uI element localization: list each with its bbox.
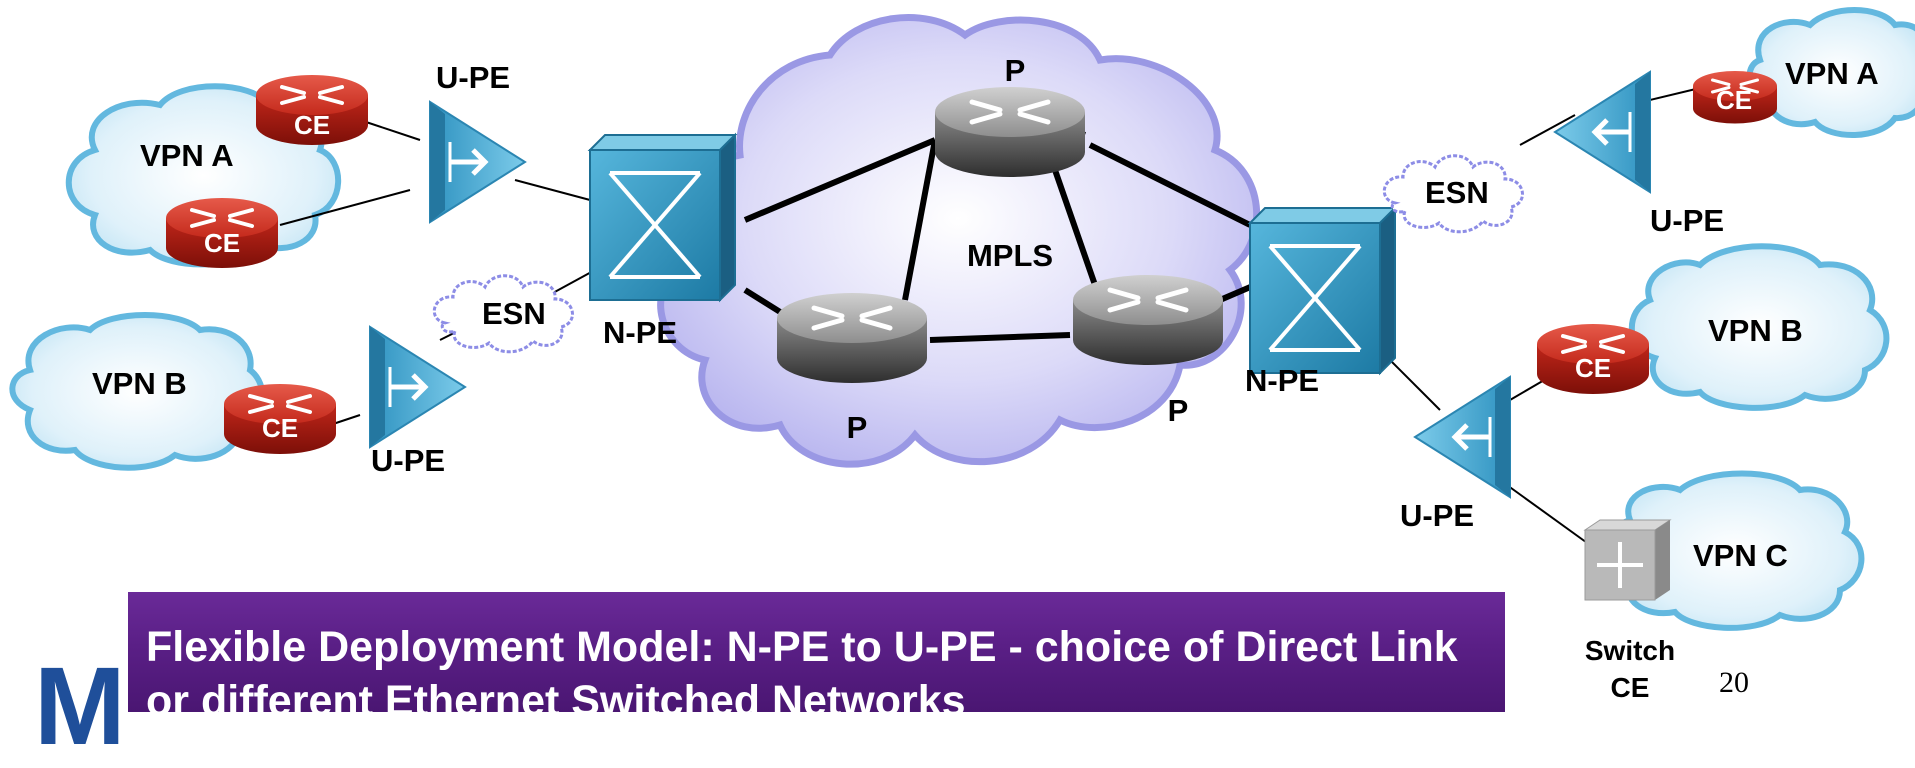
vpn-c-right-label: VPN C [1693,538,1788,573]
vpn-b-left-label: VPN B [92,366,187,401]
switch-ce-label-line1: Switch [1584,635,1676,666]
vpn-a-left-label: VPN A [140,138,234,173]
upe-bottom-right-icon [1415,377,1510,497]
upe-top-left-label: U-PE [436,60,511,95]
upe-bottom-left-icon [370,327,465,447]
page-number: 20 [1719,666,1749,699]
ce-label-3: CE [261,413,299,443]
p-label-left: P [846,410,868,445]
upe-bottom-left-label: U-PE [371,443,446,478]
ce-label-5: CE [1574,353,1612,383]
npe-left-label: N-PE [603,315,678,350]
logo: M [34,645,126,768]
p-router-top [935,87,1085,177]
caption-text: Flexible Deployment Model: N-PE to U-PE … [146,623,1458,712]
npe-left-switch-icon [588,133,737,302]
p-label-top: P [1004,53,1026,88]
network-diagram [9,7,1915,631]
ce-label-2: CE [203,228,241,258]
switch-ce-label-line2: CE [1610,672,1650,703]
esn-right-label: ESN [1425,175,1489,210]
vpn-b-right-label: VPN B [1708,313,1803,348]
ce-label-4: CE [1715,85,1753,115]
upe-top-right-icon [1555,72,1650,192]
npe-right-label: N-PE [1245,363,1320,398]
switch-ce-icon [1583,519,1672,601]
npe-right-switch-icon [1248,206,1397,375]
upe-bottom-right-label: U-PE [1400,498,1475,533]
upe-top-right-label: U-PE [1650,203,1725,238]
vpn-b-right-cloud [1628,243,1890,411]
p-router-right [1073,275,1223,365]
caption-banner: Flexible Deployment Model: N-PE to U-PE … [128,592,1505,712]
vpn-a-right-label: VPN A [1785,56,1879,91]
upe-top-left-icon [430,102,525,222]
ce-label-1: CE [293,110,331,140]
esn-left-label: ESN [482,296,546,331]
p-label-right: P [1167,393,1189,428]
mpls-label: MPLS [966,238,1054,273]
p-router-left [777,293,927,383]
